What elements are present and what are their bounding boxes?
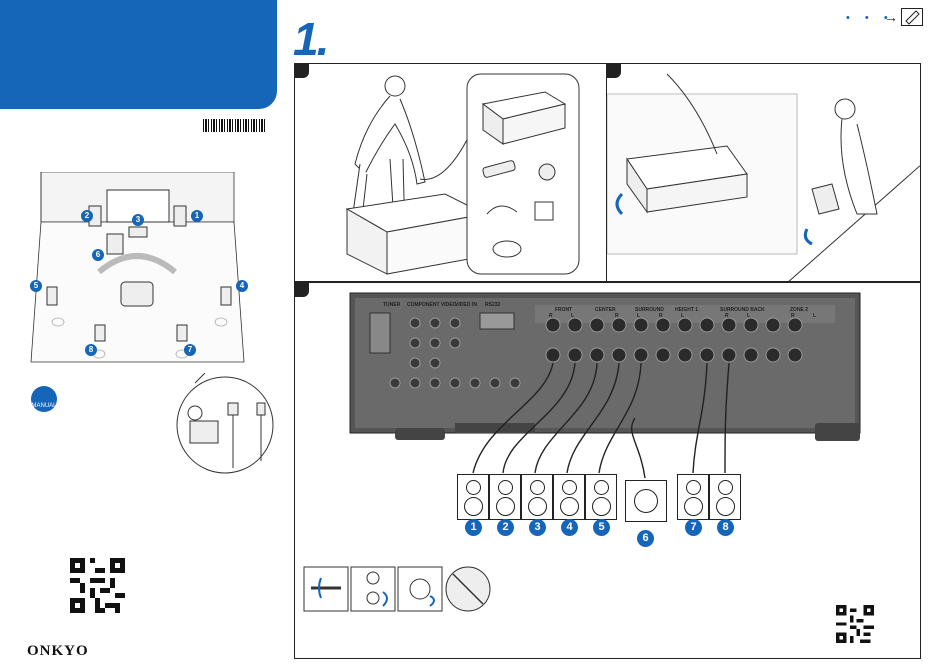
output-number-8: 8 xyxy=(717,519,734,536)
next-page-icon xyxy=(901,8,923,26)
panel-tab xyxy=(607,64,621,78)
channel-label: L xyxy=(681,313,684,319)
output-number-1: 1 xyxy=(465,519,482,536)
layout-speaker-7: 7 xyxy=(184,344,196,356)
channel-label: L xyxy=(571,313,574,319)
subwoofer-illustration xyxy=(625,480,667,522)
label-rs232: RS232 xyxy=(485,302,500,308)
layout-speaker-2: 2 xyxy=(81,210,93,222)
layout-speaker-4: 4 xyxy=(236,280,248,292)
label-front: FRONT xyxy=(555,307,572,313)
output-number-2: 2 xyxy=(497,519,514,536)
output-number-3: 3 xyxy=(529,519,546,536)
height-speaker-detail xyxy=(165,373,275,478)
output-number-7: 7 xyxy=(685,519,702,536)
output-number-4: 4 xyxy=(561,519,578,536)
layout-speaker-6: 6 xyxy=(92,249,104,261)
channel-label: L xyxy=(747,313,750,319)
label-component-video: COMPONENT VIDEO xyxy=(407,302,456,308)
nav-arrow-icon: → xyxy=(884,9,898,25)
label-tuner: TUNER xyxy=(383,302,400,308)
brand-logo: ONKYO xyxy=(27,643,89,660)
speaker-8-illustration xyxy=(709,474,741,520)
speaker-2-illustration xyxy=(489,474,521,520)
layout-speaker-3: 3 xyxy=(132,214,144,226)
panel-tab xyxy=(295,64,309,78)
cable-prep-steps xyxy=(303,566,543,626)
title-banner xyxy=(0,0,277,109)
channel-label: R xyxy=(791,313,795,319)
speaker-1-illustration xyxy=(457,474,489,520)
channel-label: L xyxy=(813,313,816,319)
channel-label: R xyxy=(549,313,553,319)
room-illustration xyxy=(29,172,246,372)
qr-code-left xyxy=(70,558,125,613)
output-number-5: 5 xyxy=(593,519,610,536)
speaker-3-illustration xyxy=(521,474,553,520)
speaker-4-illustration xyxy=(553,474,585,520)
unboxing-illustration xyxy=(295,64,607,282)
channel-label: R xyxy=(725,313,729,319)
panel-wiring: TUNER COMPONENT VIDEO VIDEO IN RS232 FRO… xyxy=(294,282,921,659)
step-number: 1. xyxy=(293,12,327,66)
label-video-in: VIDEO IN xyxy=(455,302,477,308)
layout-speaker-5: 5 xyxy=(30,280,42,292)
output-number-6: 6 xyxy=(637,530,654,547)
channel-label: R xyxy=(659,313,663,319)
layout-speaker-1: 1 xyxy=(191,210,203,222)
barcode xyxy=(203,119,267,132)
label-height-1: HEIGHT 1 xyxy=(675,307,698,313)
channel-label: R xyxy=(615,313,619,319)
speaker-layout-diagram: 1 2 3 4 5 6 7 8 xyxy=(29,172,246,372)
speaker-5-illustration xyxy=(585,474,617,520)
speaker-7-illustration xyxy=(677,474,709,520)
manual-icon: MANUAL xyxy=(31,386,57,412)
channel-label: L xyxy=(637,313,640,319)
placement-illustration xyxy=(607,64,921,282)
manual-icon-label: MANUAL xyxy=(31,403,56,409)
panel-placement xyxy=(606,63,921,282)
layout-speaker-8: 8 xyxy=(85,344,97,356)
label-center: CENTER xyxy=(595,307,616,313)
panel-unboxing xyxy=(294,63,607,282)
qr-code-right xyxy=(836,605,874,643)
